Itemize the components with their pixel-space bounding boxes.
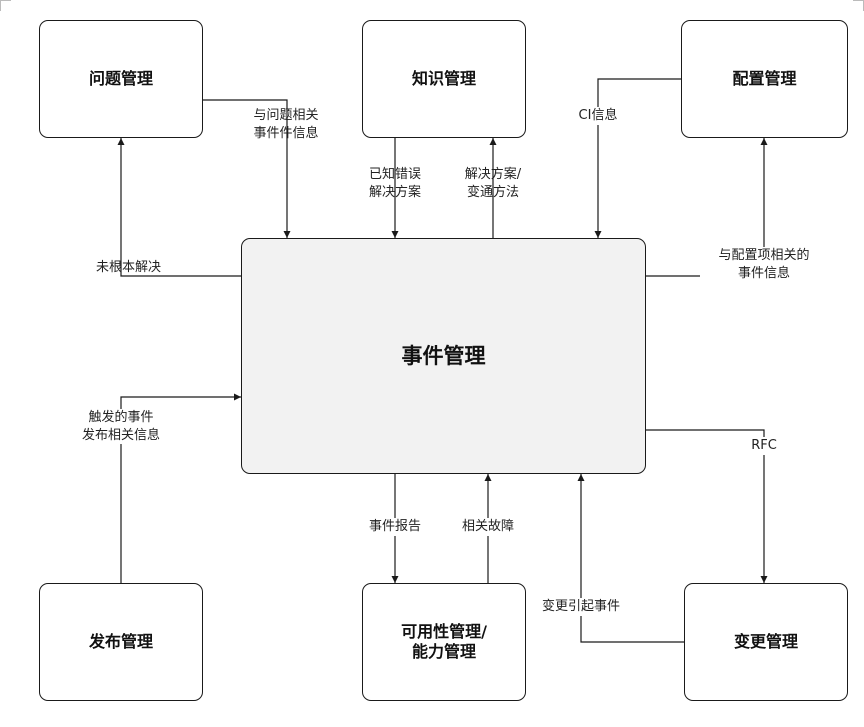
edge-change-to-incident — [577, 474, 684, 643]
knowledge-management-box: 知识管理 — [362, 20, 526, 138]
label-unresolved: 未根本解决 — [95, 260, 161, 275]
label-ci-info: CI信息 — [563, 107, 633, 125]
label-release-info: 触发的事件 发布相关信息 — [65, 409, 177, 445]
availability-capacity-management-box: 可用性管理/ 能力管理 — [362, 583, 526, 701]
edge-problem-to-incident — [203, 99, 291, 238]
incident-management-box: 事件管理 — [241, 238, 646, 474]
label-known-error: 已知错误 解决方案 — [368, 167, 421, 200]
edge-release-to-incident — [120, 393, 241, 583]
edge-incident-to-change — [646, 429, 768, 583]
label-related-fault: 相关故障 — [445, 518, 531, 536]
corner-mark-top-right — [853, 0, 864, 11]
change-management-box: 变更管理 — [684, 583, 848, 701]
corner-mark-top-left — [0, 0, 11, 11]
label-incident-report: 事件报告 — [350, 518, 440, 536]
edge-incident-to-problem — [117, 138, 241, 277]
edge-config-to-incident — [594, 78, 681, 238]
label-problem-to-incident: 与问题相关 事件件信息 — [253, 108, 319, 141]
label-rfc: RFC — [738, 437, 790, 455]
label-change-caused-incident: 变更引起事件 — [528, 598, 634, 616]
configuration-management-box: 配置管理 — [681, 20, 848, 138]
problem-management-box: 问题管理 — [39, 20, 203, 138]
label-solution-workaround: 解决方案/ 变通方法 — [464, 167, 522, 200]
label-config-related-info: 与配置项相关的 事件信息 — [700, 247, 828, 283]
release-management-box: 发布管理 — [39, 583, 203, 701]
